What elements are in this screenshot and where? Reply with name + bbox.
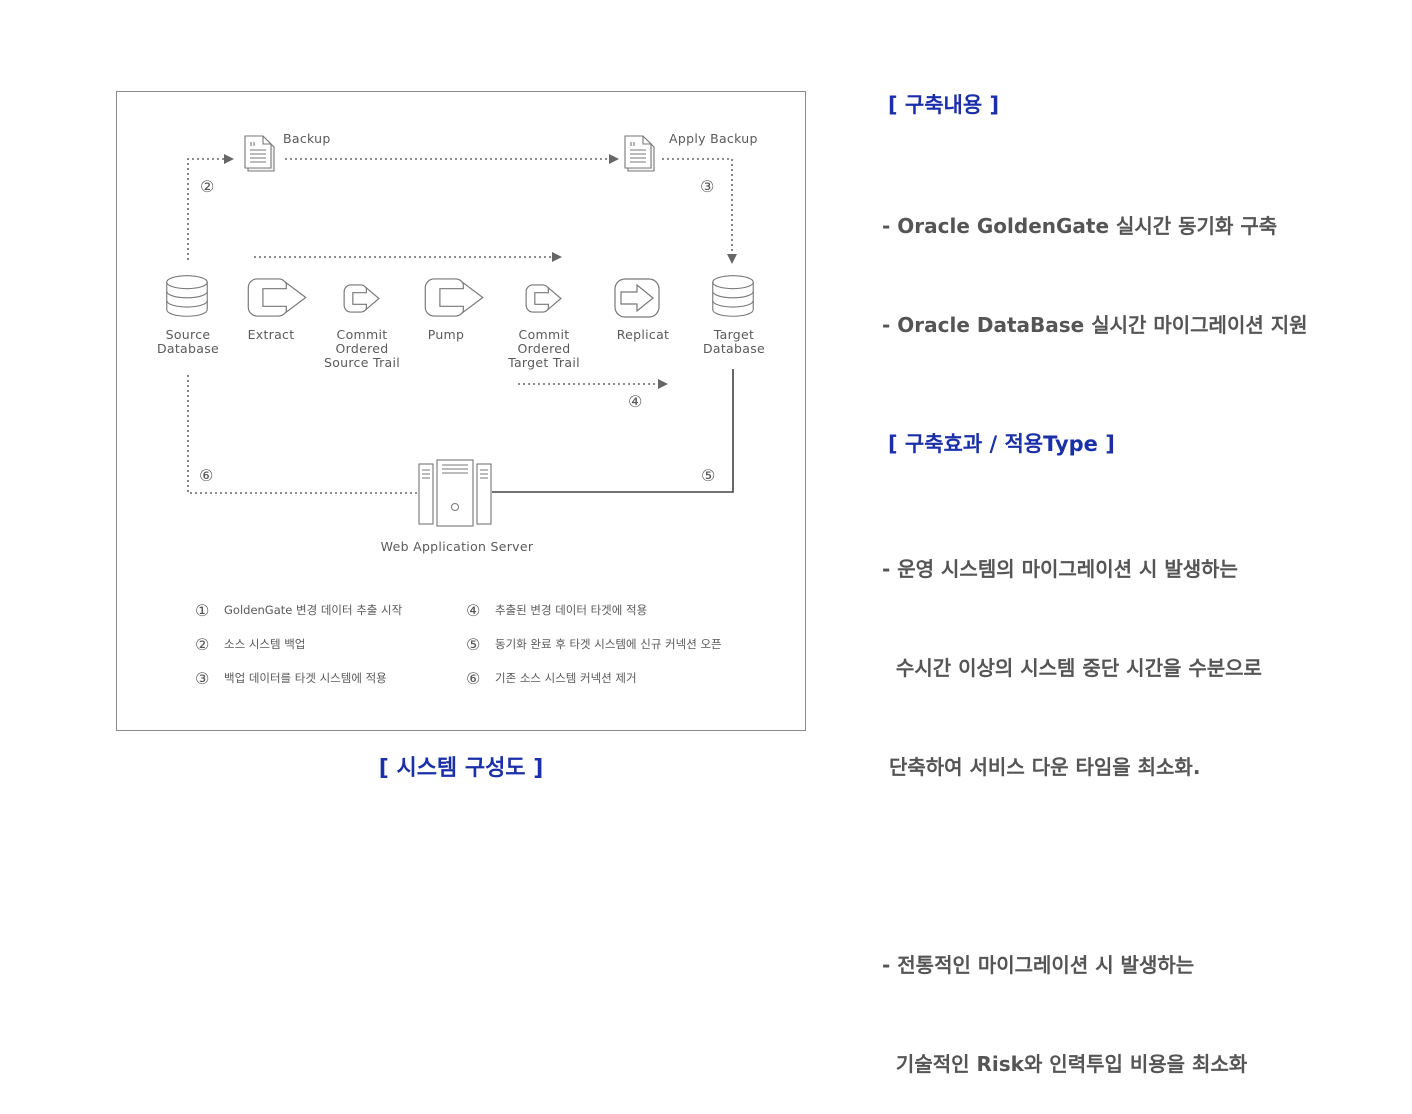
effect-line: - 전통적인 마이그레이션 시 발생하는 (882, 953, 1195, 977)
node-label-commit-target: Target Trail (507, 355, 580, 370)
extract-process-icon (247, 278, 307, 317)
effect-line: 단축하여 서비스 다운 타임을 최소화. (882, 755, 1201, 779)
diagram-legend: ① GoldenGate 변경 데이터 추출 시작 ② 소스 시스템 백업 ③ 백업 데이… (195, 601, 722, 688)
legend-text: 기존 소스 시스템 커넥션 제거 (495, 671, 637, 685)
backup-label: Backup (283, 131, 331, 146)
node-label-extract: Extract (248, 327, 295, 342)
effect-line: - 운영 시스템의 마이그레이션 시 발생하는 (882, 557, 1238, 581)
section-effect-title: [ 구축효과 / 적용Type ] (888, 432, 1115, 456)
node-label-target-db: Target (713, 327, 754, 342)
node-label-commit-source: Commit (337, 327, 388, 342)
legend-number: ① (195, 601, 209, 620)
flow-source-connection-line (187, 375, 419, 494)
target-trail-icon (525, 284, 562, 313)
diagram-caption: [ 시스템 구성도 ] (378, 756, 544, 781)
legend-text: 백업 데이터를 타겟 시스템에 적용 (224, 671, 387, 685)
step-3-marker: ③ (700, 177, 714, 196)
step-6-marker: ⑥ (199, 466, 213, 485)
build-content-item: - Oracle GoldenGate 실시간 동기화 구축 (882, 214, 1278, 238)
legend-text: 추출된 변경 데이터 타겟에 적용 (495, 603, 647, 617)
step-4-marker: ④ (628, 392, 642, 411)
apply-backup-document-icon (624, 135, 655, 172)
legend-number: ⑤ (466, 635, 480, 654)
node-label-commit-target: Commit (519, 327, 570, 342)
web-server-icon (418, 459, 492, 527)
section-effect-list: - 운영 시스템의 마이그레이션 시 발생하는 수시간 이상의 시스템 중단 시… (882, 487, 1262, 1114)
replicat-process-icon (614, 278, 660, 318)
node-label-replicat: Replicat (617, 327, 670, 342)
legend-number: ④ (466, 601, 480, 620)
legend-text: GoldenGate 변경 데이터 추출 시작 (224, 603, 403, 617)
apply-backup-label: Apply Backup (669, 131, 758, 146)
node-label-commit-source: Ordered (336, 341, 389, 356)
legend-number: ③ (195, 669, 209, 688)
effect-line: 수시간 이상의 시스템 중단 시간을 수분으로 (882, 656, 1262, 680)
target-database-icon (712, 275, 754, 317)
section-build-content-title: [ 구축내용 ] (888, 93, 1000, 117)
node-label-target-db: Database (703, 341, 765, 356)
flow-restore-arrow (662, 158, 737, 264)
legend-number: ⑥ (466, 669, 480, 688)
pump-process-icon (424, 278, 484, 317)
backup-document-icon (244, 135, 275, 172)
node-label-commit-source: Source Trail (324, 355, 400, 370)
flow-backup-arrow (187, 154, 234, 260)
legend-text: 동기화 완료 후 타겟 시스템에 신규 커넥션 오픈 (495, 637, 722, 651)
source-trail-icon (343, 284, 380, 313)
node-label-source-db: Database (157, 341, 219, 356)
node-label-commit-target: Ordered (518, 341, 571, 356)
effect-line: 기술적인 Risk와 인력투입 비용을 최소화 (882, 1052, 1248, 1076)
section-build-content-list: - Oracle GoldenGate 실시간 동기화 구축 - Oracle … (882, 144, 1308, 375)
step-5-marker: ⑤ (701, 466, 715, 485)
node-label-source-db: Source (166, 327, 211, 342)
source-database-icon (166, 275, 208, 317)
flow-target-connection-line (492, 369, 734, 493)
node-label-pump: Pump (428, 327, 465, 342)
effect-line (882, 850, 1262, 883)
web-server-label: Web Application Server (381, 539, 534, 554)
build-content-item: - Oracle DataBase 실시간 마이그레이션 지원 (882, 313, 1308, 337)
step-2-marker: ② (200, 177, 214, 196)
legend-number: ② (195, 635, 209, 654)
legend-text: 소스 시스템 백업 (224, 637, 305, 651)
